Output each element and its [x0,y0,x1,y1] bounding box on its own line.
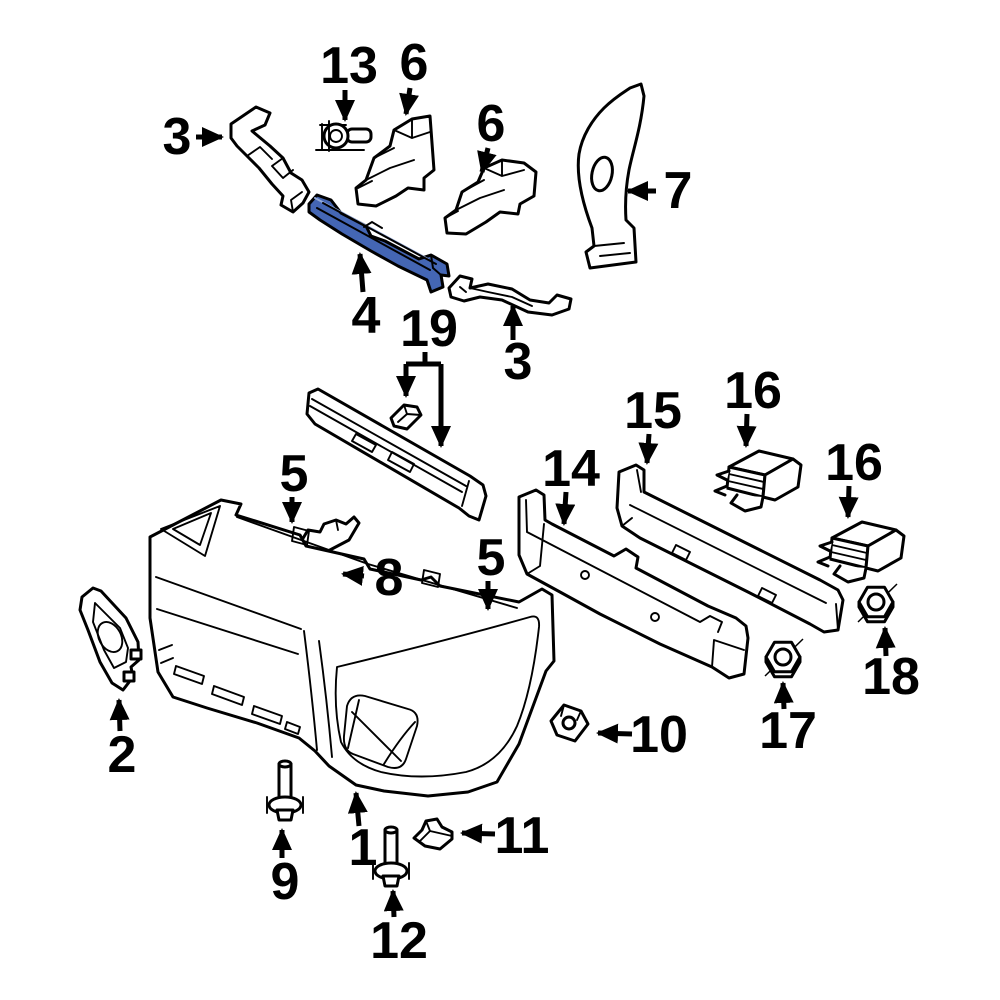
callout-arrow-2 [109,698,130,732]
part-6-gusset-right [443,158,538,236]
callouts: 3 13 6 6 7 4 19 3 5 8 5 14 15 16 16 18 [108,34,920,970]
callout-label-15: 15 [624,382,682,440]
callout-label-12: 12 [370,912,428,970]
callout-label-16-upper: 16 [724,362,782,420]
callout-label-5-left: 5 [280,445,309,503]
callout-arrow-16-lower [838,485,859,519]
callout-label-14: 14 [542,440,600,498]
part-7-side-panel [576,82,646,270]
callout-label-9: 9 [271,853,300,911]
callout-label-16-lower: 16 [825,434,883,492]
callout-label-8: 8 [375,549,404,607]
part-6-gusset-left [354,114,436,208]
part-4-crossmember-highlighted [307,193,451,294]
part-13-stud-clip [315,120,373,152]
part-11-clip [412,817,454,851]
callout-label-18: 18 [862,648,920,706]
callout-arrow-4 [351,252,372,293]
part-3-support-rail-right [447,274,573,317]
callout-arrow-6-left [399,87,419,116]
callout-label-10: 10 [630,706,688,764]
callout-arrow-8 [341,565,365,586]
callout-label-3-left: 3 [163,108,192,166]
part-1-bumper-cover [148,498,556,798]
part-18-nut [857,583,898,624]
callout-label-1: 1 [349,819,378,877]
callout-label-19: 19 [400,300,458,358]
callout-label-6-left: 6 [400,34,429,92]
callout-label-3-right: 3 [504,333,533,391]
callout-bracket-19 [406,352,441,367]
callout-label-7: 7 [664,162,693,220]
part-19-clip [389,403,423,431]
part-15-reinforcement-bar [615,463,845,634]
callout-arrow-15 [638,433,659,465]
callout-label-11: 11 [495,807,550,865]
callout-arrow-16-upper [736,413,757,448]
callout-arrow-11 [460,823,496,844]
callout-label-17: 17 [759,702,817,760]
callout-arrow-18 [875,626,896,657]
callout-label-13: 13 [320,37,378,95]
callout-label-4: 4 [352,287,381,345]
callout-label-6-right: 6 [477,95,506,153]
part-3-support-rail-left [229,105,311,214]
callout-arrow-17 [773,681,794,710]
callout-arrow-10 [596,723,633,744]
part-2-fog-lamp-cover [78,586,143,692]
callout-arrow-6-right [477,147,497,174]
part-14-energy-absorber [517,488,750,680]
callout-label-5-right: 5 [477,529,506,587]
part-10-grommet [549,703,590,743]
callout-arrow-12 [383,889,404,918]
callout-arrow-14 [555,491,576,526]
part-17-nut [764,638,804,679]
part-19-cover-support-bar [305,387,488,522]
callout-arrow-1 [347,791,368,827]
callout-label-2: 2 [108,726,137,784]
